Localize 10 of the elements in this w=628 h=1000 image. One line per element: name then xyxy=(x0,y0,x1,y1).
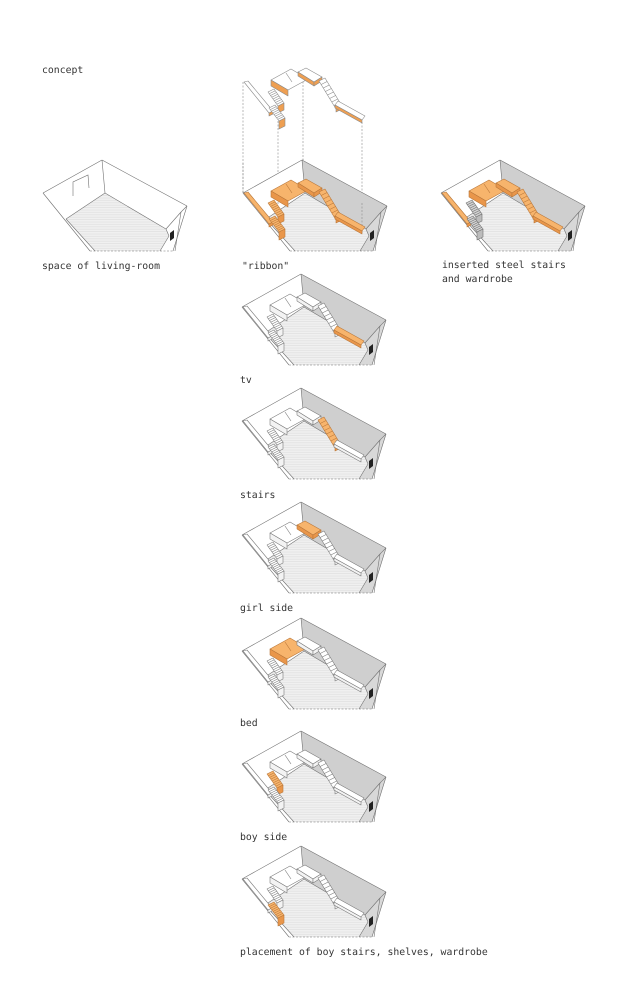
title: concept xyxy=(42,64,84,78)
caption: boy side xyxy=(240,831,288,845)
caption: girl side xyxy=(240,602,294,616)
caption: space of living-room xyxy=(42,260,160,274)
caption: stairs xyxy=(240,489,276,503)
caption: inserted steel stairs and wardrobe xyxy=(442,259,567,287)
caption: tv xyxy=(240,374,252,388)
caption: placement of boy stairs, shelves, wardrobe xyxy=(240,946,488,960)
caption: bed xyxy=(240,717,258,731)
caption: "ribbon" xyxy=(242,260,290,274)
